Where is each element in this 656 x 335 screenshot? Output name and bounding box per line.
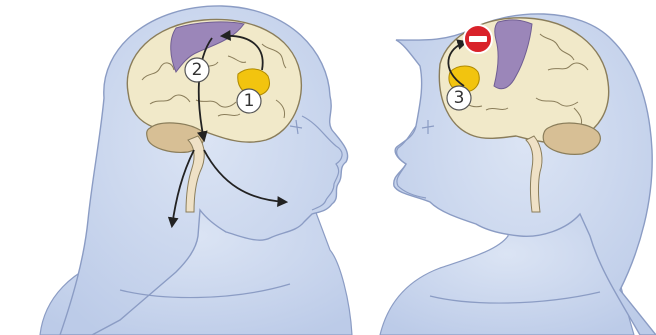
- right-brain-cerebellum: [543, 123, 600, 154]
- marker-1-label: 1: [244, 91, 255, 111]
- marker-1: 1: [237, 89, 261, 113]
- left-figure: 1 2: [40, 6, 352, 335]
- marker-2-label: 2: [192, 60, 203, 80]
- no-entry-icon: [464, 25, 492, 53]
- marker-2: 2: [185, 58, 209, 82]
- marker-3: 3: [447, 86, 471, 110]
- right-figure: 3: [380, 14, 656, 335]
- marker-3-label: 3: [454, 88, 465, 108]
